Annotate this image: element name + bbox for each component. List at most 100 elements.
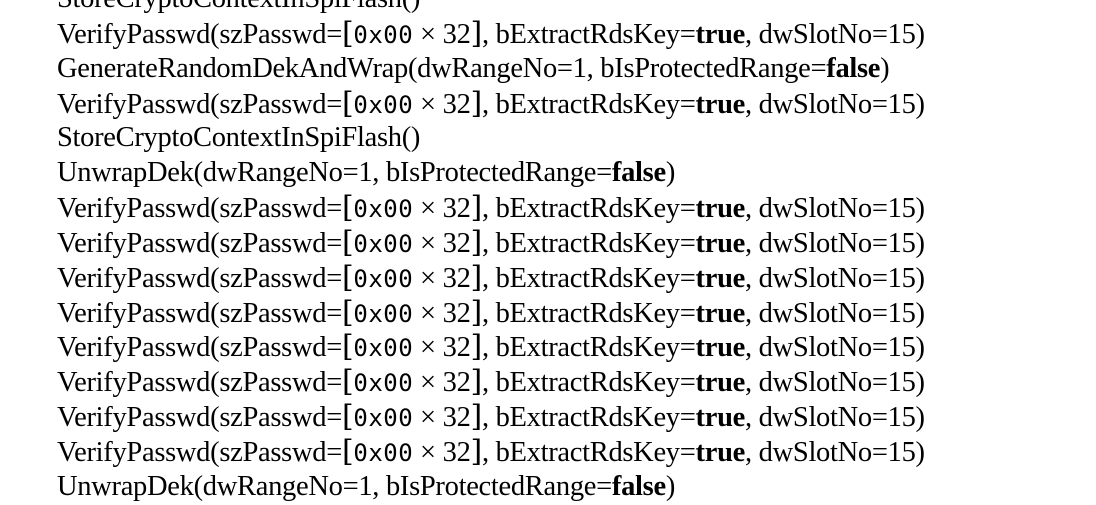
comma: , <box>745 297 759 329</box>
close-paren: ) <box>915 402 926 434</box>
function-name: VerifyPasswd <box>57 367 211 399</box>
comma: , <box>481 18 496 50</box>
repeat-count: 32 <box>442 402 471 434</box>
function-name: VerifyPasswd <box>57 297 211 329</box>
bool-value: false <box>611 470 666 502</box>
repeat-count: 32 <box>442 297 471 329</box>
comma: , <box>372 470 386 502</box>
bool-value: true <box>695 332 746 364</box>
space <box>436 437 443 468</box>
arg-passwd: szPasswd= <box>219 367 342 399</box>
bool-value: true <box>695 402 746 434</box>
repeat-count: 32 <box>442 367 471 399</box>
bool-value: true <box>695 18 746 50</box>
open-paren: ( <box>210 367 220 399</box>
space <box>413 437 420 468</box>
close-paren: ) <box>915 436 926 468</box>
comma: , <box>745 402 759 434</box>
space <box>413 332 420 363</box>
space <box>413 193 420 224</box>
code-line: StoreCryptoContextInSpiFlash() <box>57 0 925 17</box>
arg-range-no: dwRangeNo=1 <box>202 157 373 189</box>
hex-byte: 0x00 <box>353 299 414 328</box>
comma: , <box>745 367 759 399</box>
times-symbol: × <box>420 332 436 364</box>
space <box>413 367 420 398</box>
arg-extract-key: bExtractRdsKey= <box>495 332 696 364</box>
open-bracket: [ <box>341 190 354 226</box>
code-line: VerifyPasswd(szPasswd=[0x00 × 32], bExtr… <box>57 399 926 435</box>
close-bracket: ] <box>470 364 483 400</box>
close-bracket: ] <box>470 433 483 469</box>
times-symbol: × <box>420 193 436 225</box>
open-paren: ( <box>210 297 220 329</box>
code-line: UnwrapDek(dwRangeNo=1, bIsProtectedRange… <box>57 470 925 505</box>
code-line: VerifyPasswd(szPasswd=[0x00 × 32], bExtr… <box>57 259 925 296</box>
call-text: StoreCryptoContextInSpiFlash() <box>57 122 421 154</box>
open-paren: ( <box>210 227 220 259</box>
function-name: UnwrapDek <box>57 470 194 502</box>
comma: , <box>481 367 496 399</box>
code-line: VerifyPasswd(szPasswd=[0x00 × 32], bExtr… <box>57 364 926 400</box>
close-bracket: ] <box>470 85 483 121</box>
comma: , <box>745 88 759 120</box>
close-paren: ) <box>915 367 926 399</box>
function-name: VerifyPasswd <box>57 436 211 468</box>
arg-passwd: szPasswd= <box>219 332 342 364</box>
close-bracket: ] <box>470 329 483 365</box>
space <box>436 228 443 259</box>
function-name: UnwrapDek <box>57 157 194 189</box>
comma: , <box>481 332 496 364</box>
code-line: VerifyPasswd(szPasswd=[0x00 × 32], bExtr… <box>57 224 925 261</box>
function-name: VerifyPasswd <box>57 193 211 225</box>
open-bracket: [ <box>341 399 354 435</box>
close-bracket: ] <box>470 224 483 260</box>
bool-value: true <box>695 262 746 294</box>
open-bracket: [ <box>341 224 354 260</box>
arg-extract-key: bExtractRdsKey= <box>495 227 696 259</box>
arg-passwd: szPasswd= <box>219 262 342 294</box>
comma: , <box>481 88 496 120</box>
open-paren: ( <box>210 88 220 120</box>
close-bracket: ] <box>470 259 483 295</box>
times-symbol: × <box>420 18 436 50</box>
space <box>413 228 420 259</box>
bool-value: false <box>826 52 881 84</box>
open-bracket: [ <box>341 259 354 295</box>
space <box>436 367 443 398</box>
arg-extract-key: bExtractRdsKey= <box>495 402 696 434</box>
space <box>413 89 420 120</box>
api-call-listing: StoreCryptoContextInSpiFlash()VerifyPass… <box>57 0 925 505</box>
arg-passwd: szPasswd= <box>219 402 342 434</box>
arg-slot-no: dwSlotNo=15 <box>758 367 916 399</box>
repeat-count: 32 <box>442 262 471 294</box>
repeat-count: 32 <box>442 332 471 364</box>
arg-passwd: szPasswd= <box>219 436 342 468</box>
comma: , <box>745 262 759 294</box>
open-paren: ( <box>193 157 204 189</box>
times-symbol: × <box>420 367 436 399</box>
hex-byte: 0x00 <box>353 404 414 433</box>
arg-slot-no: dwSlotNo=15 <box>758 402 916 434</box>
hex-byte: 0x00 <box>353 20 414 49</box>
code-line: VerifyPasswd(szPasswd=[0x00 × 32], bExtr… <box>57 85 925 122</box>
space <box>436 332 443 363</box>
open-bracket: [ <box>341 329 354 365</box>
close-paren: ) <box>880 52 890 84</box>
times-symbol: × <box>420 297 436 329</box>
code-line: StoreCryptoContextInSpiFlash() <box>57 121 925 156</box>
comma: , <box>481 297 496 329</box>
function-name: VerifyPasswd <box>57 402 211 434</box>
close-paren: ) <box>915 18 926 50</box>
comma: , <box>481 436 496 468</box>
close-bracket: ] <box>470 190 483 226</box>
hex-byte: 0x00 <box>353 369 414 398</box>
bool-value: true <box>695 227 746 259</box>
open-paren: ( <box>210 402 220 434</box>
open-bracket: [ <box>341 364 354 400</box>
close-bracket: ] <box>470 399 483 435</box>
comma: , <box>481 402 496 434</box>
comma: , <box>745 193 759 225</box>
open-paren: ( <box>210 18 220 50</box>
function-name: VerifyPasswd <box>57 332 211 364</box>
